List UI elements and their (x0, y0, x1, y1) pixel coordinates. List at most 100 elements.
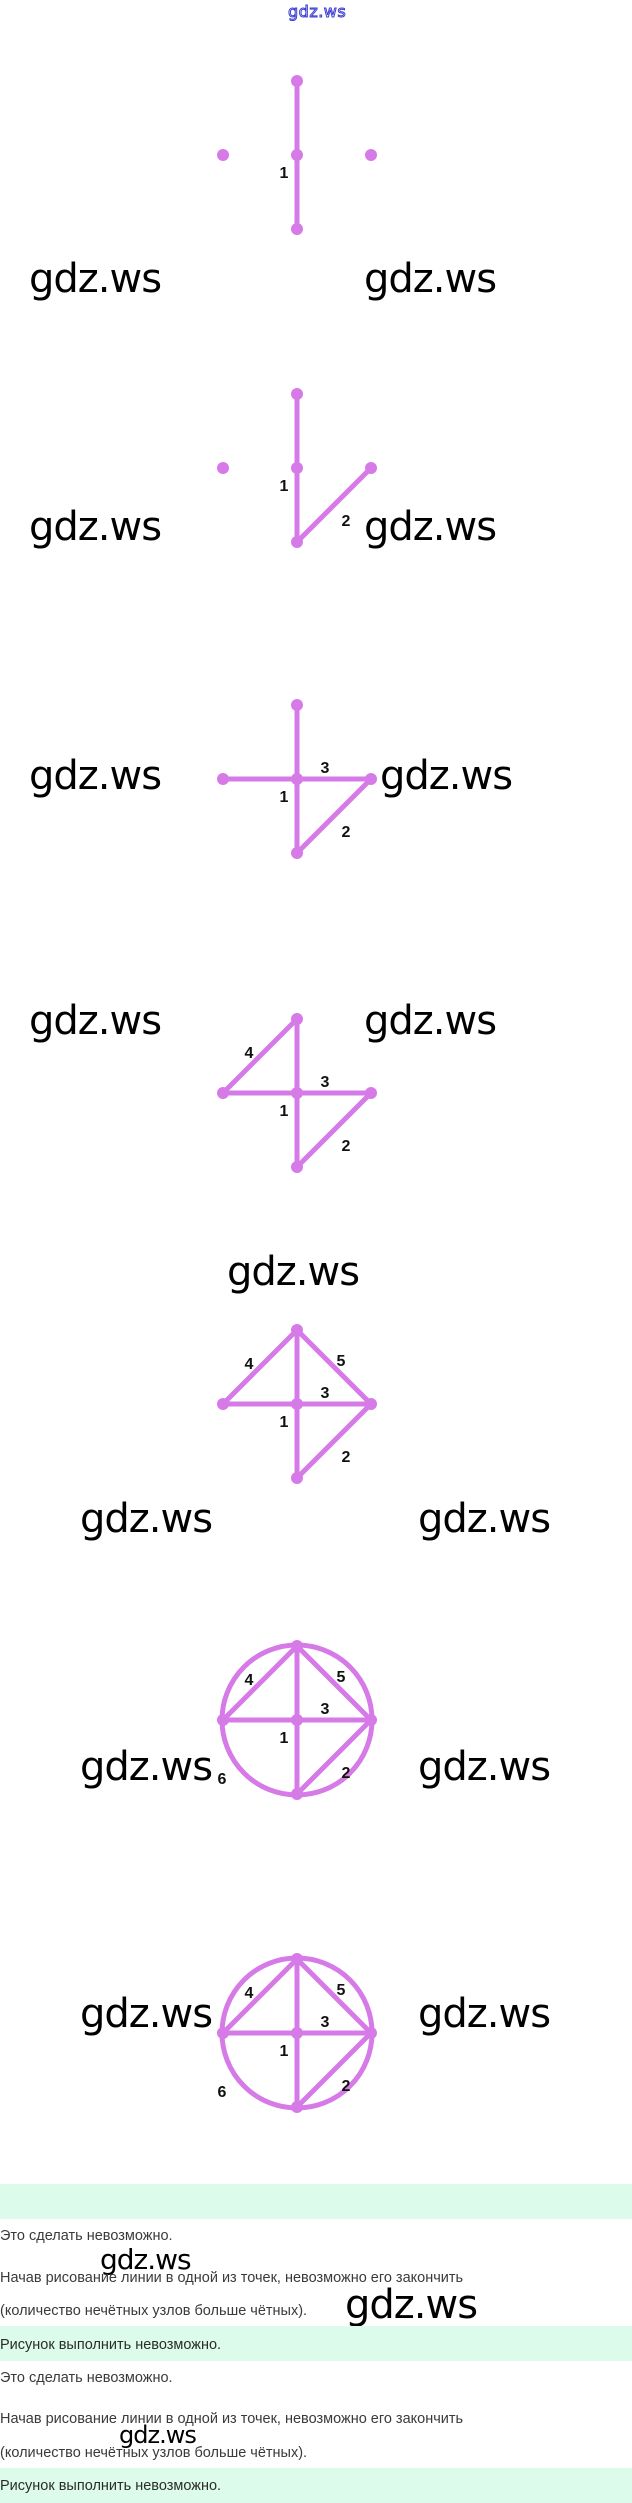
node-r (365, 1087, 377, 1099)
edge-label-1: 1 (280, 165, 289, 182)
site-logo[interactable]: gdz.ws (287, 2, 347, 22)
node-c (291, 773, 303, 785)
node-b (291, 847, 303, 859)
node-r (365, 1398, 377, 1410)
node-t (291, 388, 303, 400)
node-r (365, 462, 377, 474)
edge-label-1: 1 (280, 478, 289, 495)
watermark: gdz.ws (227, 1249, 360, 1295)
watermark: gdz.ws (29, 998, 162, 1044)
node-t (291, 1324, 303, 1336)
edge-label-2: 2 (342, 513, 351, 530)
edge-4 (220, 1327, 300, 1407)
edge-2 (294, 1401, 374, 1481)
edge-label-5: 5 (337, 1353, 346, 1370)
edge-label-2: 2 (342, 1138, 351, 1155)
edge-label-1: 1 (280, 1414, 289, 1431)
watermark: gdz.ws (380, 753, 513, 799)
edge-label-3: 3 (321, 2014, 330, 2031)
edge-label-4: 4 (245, 1985, 254, 2002)
node-l (217, 149, 229, 161)
answer-1-line-1: Это сделать невозможно. (0, 2228, 173, 2244)
node-r (365, 2027, 377, 2039)
watermark: gdz.ws (119, 2421, 197, 2449)
watermark: gdz.ws (80, 1991, 213, 2037)
edge-5 (294, 1956, 374, 2036)
edge-4 (220, 1956, 300, 2036)
node-l (217, 773, 229, 785)
answer-2-line-3: (количество нечётных узлов больше чётных… (0, 2445, 308, 2461)
edge-label-4: 4 (245, 1672, 254, 1689)
node-c (291, 462, 303, 474)
node-c (291, 2027, 303, 2039)
edge-label-3: 3 (321, 1385, 330, 1402)
node-c (291, 149, 303, 161)
highlight-band (0, 2184, 632, 2219)
node-b (291, 223, 303, 235)
node-l (217, 1087, 229, 1099)
edge-5 (294, 1327, 374, 1407)
node-t (291, 699, 303, 711)
answer-1-line-3: (количество нечётных узлов больше чётных… (0, 2303, 308, 2319)
edge-label-1: 1 (280, 789, 289, 806)
watermark: gdz.ws (100, 2243, 192, 2276)
node-c (291, 1714, 303, 1726)
node-c (291, 1398, 303, 1410)
figure-step-5: 1 2 3 4 5 (217, 1324, 377, 1484)
watermark: gdz.ws (418, 1991, 551, 2037)
node-t (291, 1013, 303, 1025)
node-b (291, 1472, 303, 1484)
edge-label-2: 2 (342, 824, 351, 841)
edge-label-3: 3 (321, 1701, 330, 1718)
answer-1-conclusion: Рисунок выполнить невозможно. (0, 2337, 222, 2353)
edge-2 (294, 776, 374, 856)
watermark: gdz.ws (418, 1744, 551, 1790)
edge-4 (220, 1643, 300, 1723)
node-r (365, 149, 377, 161)
edge-label-2: 2 (342, 2078, 351, 2095)
node-c (291, 1087, 303, 1099)
node-t (291, 75, 303, 87)
edge-label-2: 2 (342, 1765, 351, 1782)
edge-label-3: 3 (321, 760, 330, 777)
edge-label-5: 5 (337, 1982, 346, 1999)
watermark: gdz.ws (80, 1496, 213, 1542)
edge-label-6: 6 (218, 2084, 227, 2101)
watermark: gdz.ws (29, 256, 162, 302)
edge-label-4: 4 (245, 1045, 254, 1062)
edge-label-3: 3 (321, 1074, 330, 1091)
watermark: gdz.ws (29, 504, 162, 550)
node-b (291, 536, 303, 548)
edge-2 (294, 1090, 374, 1170)
figure-step-4: 1 2 3 4 (217, 1013, 377, 1173)
watermark: gdz.ws (418, 1496, 551, 1542)
edge-label-6: 6 (218, 1771, 227, 1788)
edge-2 (294, 2030, 374, 2110)
watermark: gdz.ws (364, 998, 497, 1044)
node-r (365, 1714, 377, 1726)
answer-2-line-2: Начав рисование линии в одной из точек, … (0, 2411, 464, 2427)
watermark: gdz.ws (29, 753, 162, 799)
node-r (365, 773, 377, 785)
edge-5 (294, 1643, 374, 1723)
node-b (291, 2101, 303, 2113)
edge-label-1: 1 (280, 1103, 289, 1120)
edge-4 (220, 1016, 300, 1096)
watermark: gdz.ws (364, 504, 497, 550)
figure-step-3: 1 2 3 (217, 699, 377, 859)
node-t (291, 1640, 303, 1652)
edge-label-4: 4 (245, 1356, 254, 1373)
node-l (217, 2027, 229, 2039)
node-l (217, 462, 229, 474)
node-l (217, 1398, 229, 1410)
answer-1-line-2: Начав рисование линии в одной из точек, … (0, 2270, 464, 2286)
node-b (291, 1788, 303, 1800)
figure-step-6: 1 2 3 4 5 6 (217, 1640, 377, 1800)
edge-label-5: 5 (337, 1669, 346, 1686)
figure-step-2: 12 (217, 388, 377, 548)
edge-label-1: 1 (280, 1730, 289, 1747)
edge-label-2: 2 (342, 1449, 351, 1466)
node-l (217, 1714, 229, 1726)
edge-2 (294, 465, 374, 545)
